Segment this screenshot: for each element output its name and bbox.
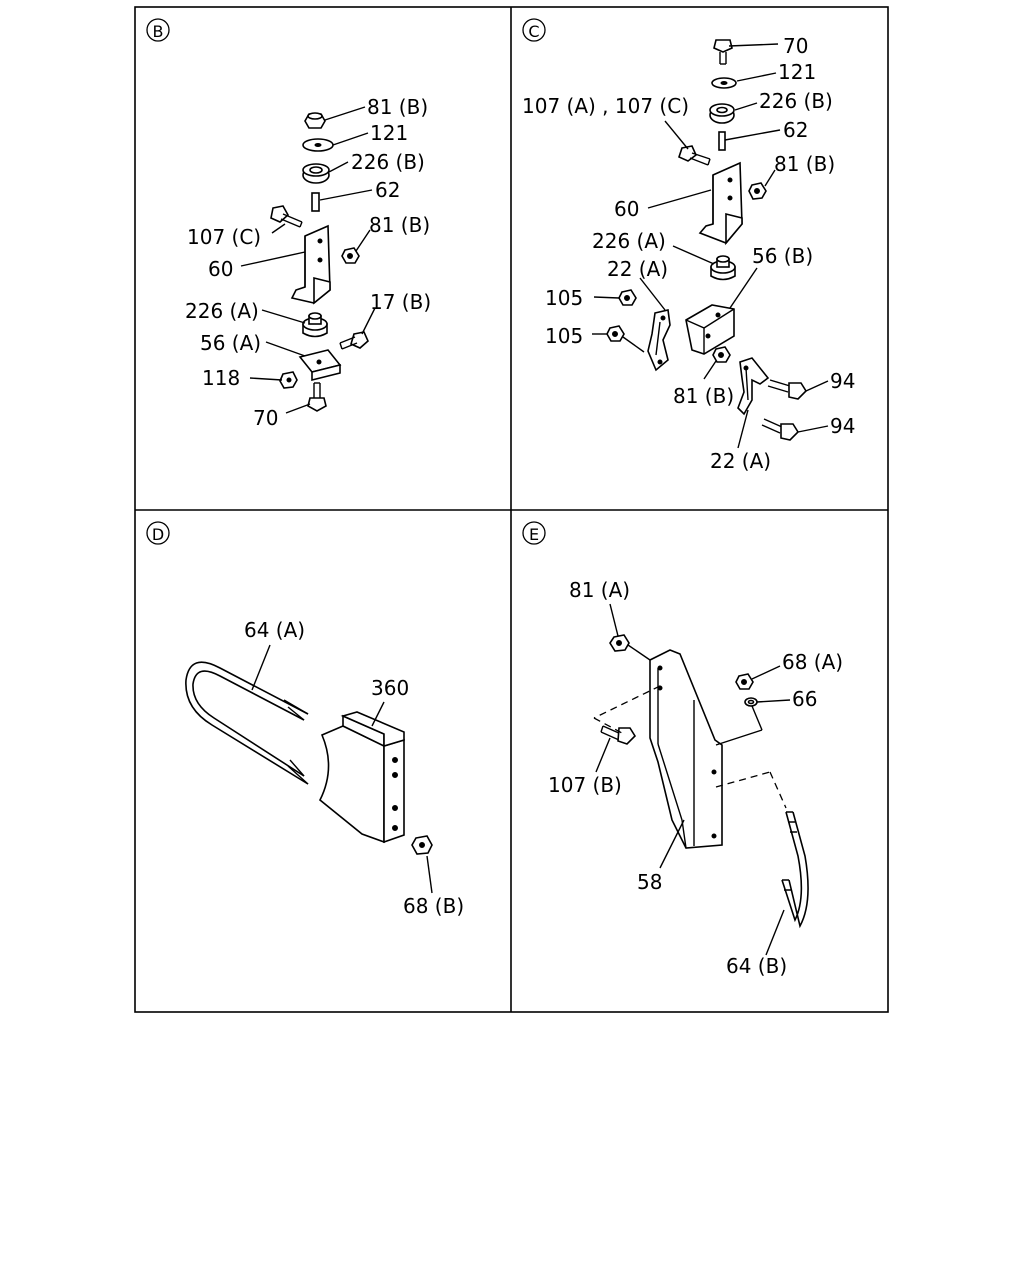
label-22a-lower: 22 (A)	[710, 449, 771, 473]
collar-62-icon	[311, 192, 320, 212]
label-360: 360	[371, 676, 409, 700]
bolt-107b-icon	[600, 725, 637, 745]
label-56b: 56 (B)	[752, 244, 813, 268]
label-226a: 226 (A)	[185, 299, 259, 323]
nut-105-lower-icon	[606, 325, 625, 342]
label-107c: 107 (C)	[187, 225, 261, 249]
label-68a: 68 (A)	[782, 650, 843, 674]
nut-81b-top-icon	[748, 182, 767, 200]
nut-105-top-icon	[618, 289, 637, 306]
label-226a: 226 (A)	[592, 229, 666, 253]
rubber-mount-226a-icon	[710, 255, 736, 281]
label-81b-top: 81 (B)	[774, 152, 835, 176]
label-81b-lower: 81 (B)	[673, 384, 734, 408]
bolt-70-icon	[307, 382, 327, 412]
panel-c-leaders	[592, 43, 829, 449]
panel-c-marker: C	[522, 18, 546, 42]
label-94-lower: 94	[830, 414, 855, 438]
bolt-94-lower-icon	[761, 418, 800, 441]
panel-d: D 64 (A) 360 68 (B)	[146, 521, 464, 918]
label-121: 121	[370, 121, 408, 145]
panel-c-letter: C	[528, 22, 539, 41]
label-60: 60	[208, 257, 233, 281]
nut-81b-icon	[304, 112, 326, 129]
panel-d-marker: D	[146, 521, 170, 545]
label-81a: 81 (A)	[569, 578, 630, 602]
collar-62-icon	[718, 131, 726, 151]
panel-e-dashed-guides	[593, 685, 787, 809]
clamp-22a-right-icon	[737, 357, 770, 416]
label-17b: 17 (B)	[370, 290, 431, 314]
rubber-mount-226a-icon	[302, 312, 328, 338]
label-58: 58	[637, 870, 662, 894]
label-68b: 68 (B)	[403, 894, 464, 918]
u-bolt-64b-icon	[781, 811, 809, 929]
label-105-lower: 105	[545, 324, 583, 348]
washer-66-icon	[744, 697, 758, 707]
label-118: 118	[202, 366, 240, 390]
label-107b: 107 (B)	[548, 773, 622, 797]
panel-c: C	[522, 18, 855, 473]
clamp-22a-left-icon	[647, 309, 671, 372]
u-bolt-64a-icon	[185, 661, 309, 785]
panel-d-letter: D	[152, 525, 164, 544]
rubber-mount-226b-icon	[302, 163, 330, 184]
label-70: 70	[783, 34, 808, 58]
panel-grid	[134, 6, 889, 1013]
panel-e: E	[522, 521, 843, 978]
label-62: 62	[783, 118, 808, 142]
bolt-107c-icon	[270, 205, 303, 228]
label-64b: 64 (B)	[726, 954, 787, 978]
bracket-360-icon	[318, 711, 405, 844]
washer-121-icon	[711, 77, 737, 89]
bolt-94-top-icon	[767, 379, 808, 400]
washer-121-icon	[302, 138, 334, 152]
label-62: 62	[375, 178, 400, 202]
label-226b: 226 (B)	[759, 89, 833, 113]
label-105-top: 105	[545, 286, 583, 310]
bolt-70-icon	[713, 39, 733, 65]
label-226b: 226 (B)	[351, 150, 425, 174]
label-94-top: 94	[830, 369, 855, 393]
panel-b-letter: B	[153, 22, 164, 41]
label-64a: 64 (A)	[244, 618, 305, 642]
bolt-107a-icon	[678, 145, 711, 166]
nut-68b-icon	[411, 835, 433, 855]
nut-118-icon	[279, 371, 298, 389]
label-60: 60	[614, 197, 639, 221]
label-107a-107c: 107 (A) , 107 (C)	[522, 94, 689, 118]
bracket-56a-icon	[298, 349, 342, 382]
bracket-60-icon	[698, 161, 743, 246]
panel-d-leaders	[251, 644, 433, 894]
label-121: 121	[778, 60, 816, 84]
panel-e-marker: E	[522, 521, 546, 545]
panel-e-leaders	[595, 603, 791, 956]
nut-68a-icon	[735, 673, 754, 690]
nut-81a-icon	[609, 634, 630, 652]
label-70: 70	[253, 406, 278, 430]
label-22a-top: 22 (A)	[607, 257, 668, 281]
nut-81b-lower-icon	[341, 247, 360, 264]
nut-81b-lower-icon	[712, 346, 731, 363]
label-81b-lower: 81 (B)	[369, 213, 430, 237]
bolt-17b-icon	[339, 331, 369, 350]
label-81b-top: 81 (B)	[367, 95, 428, 119]
label-56a: 56 (A)	[200, 331, 261, 355]
bracket-58-icon	[649, 649, 723, 849]
panel-b-marker: B	[146, 18, 170, 42]
panel-b-leaders	[240, 106, 376, 414]
panel-b: B	[146, 18, 431, 430]
label-66: 66	[792, 687, 817, 711]
rubber-mount-226b-icon	[709, 103, 735, 124]
bracket-56b-icon	[685, 304, 735, 355]
bracket-60-icon	[290, 224, 331, 305]
panel-e-letter: E	[529, 525, 539, 544]
